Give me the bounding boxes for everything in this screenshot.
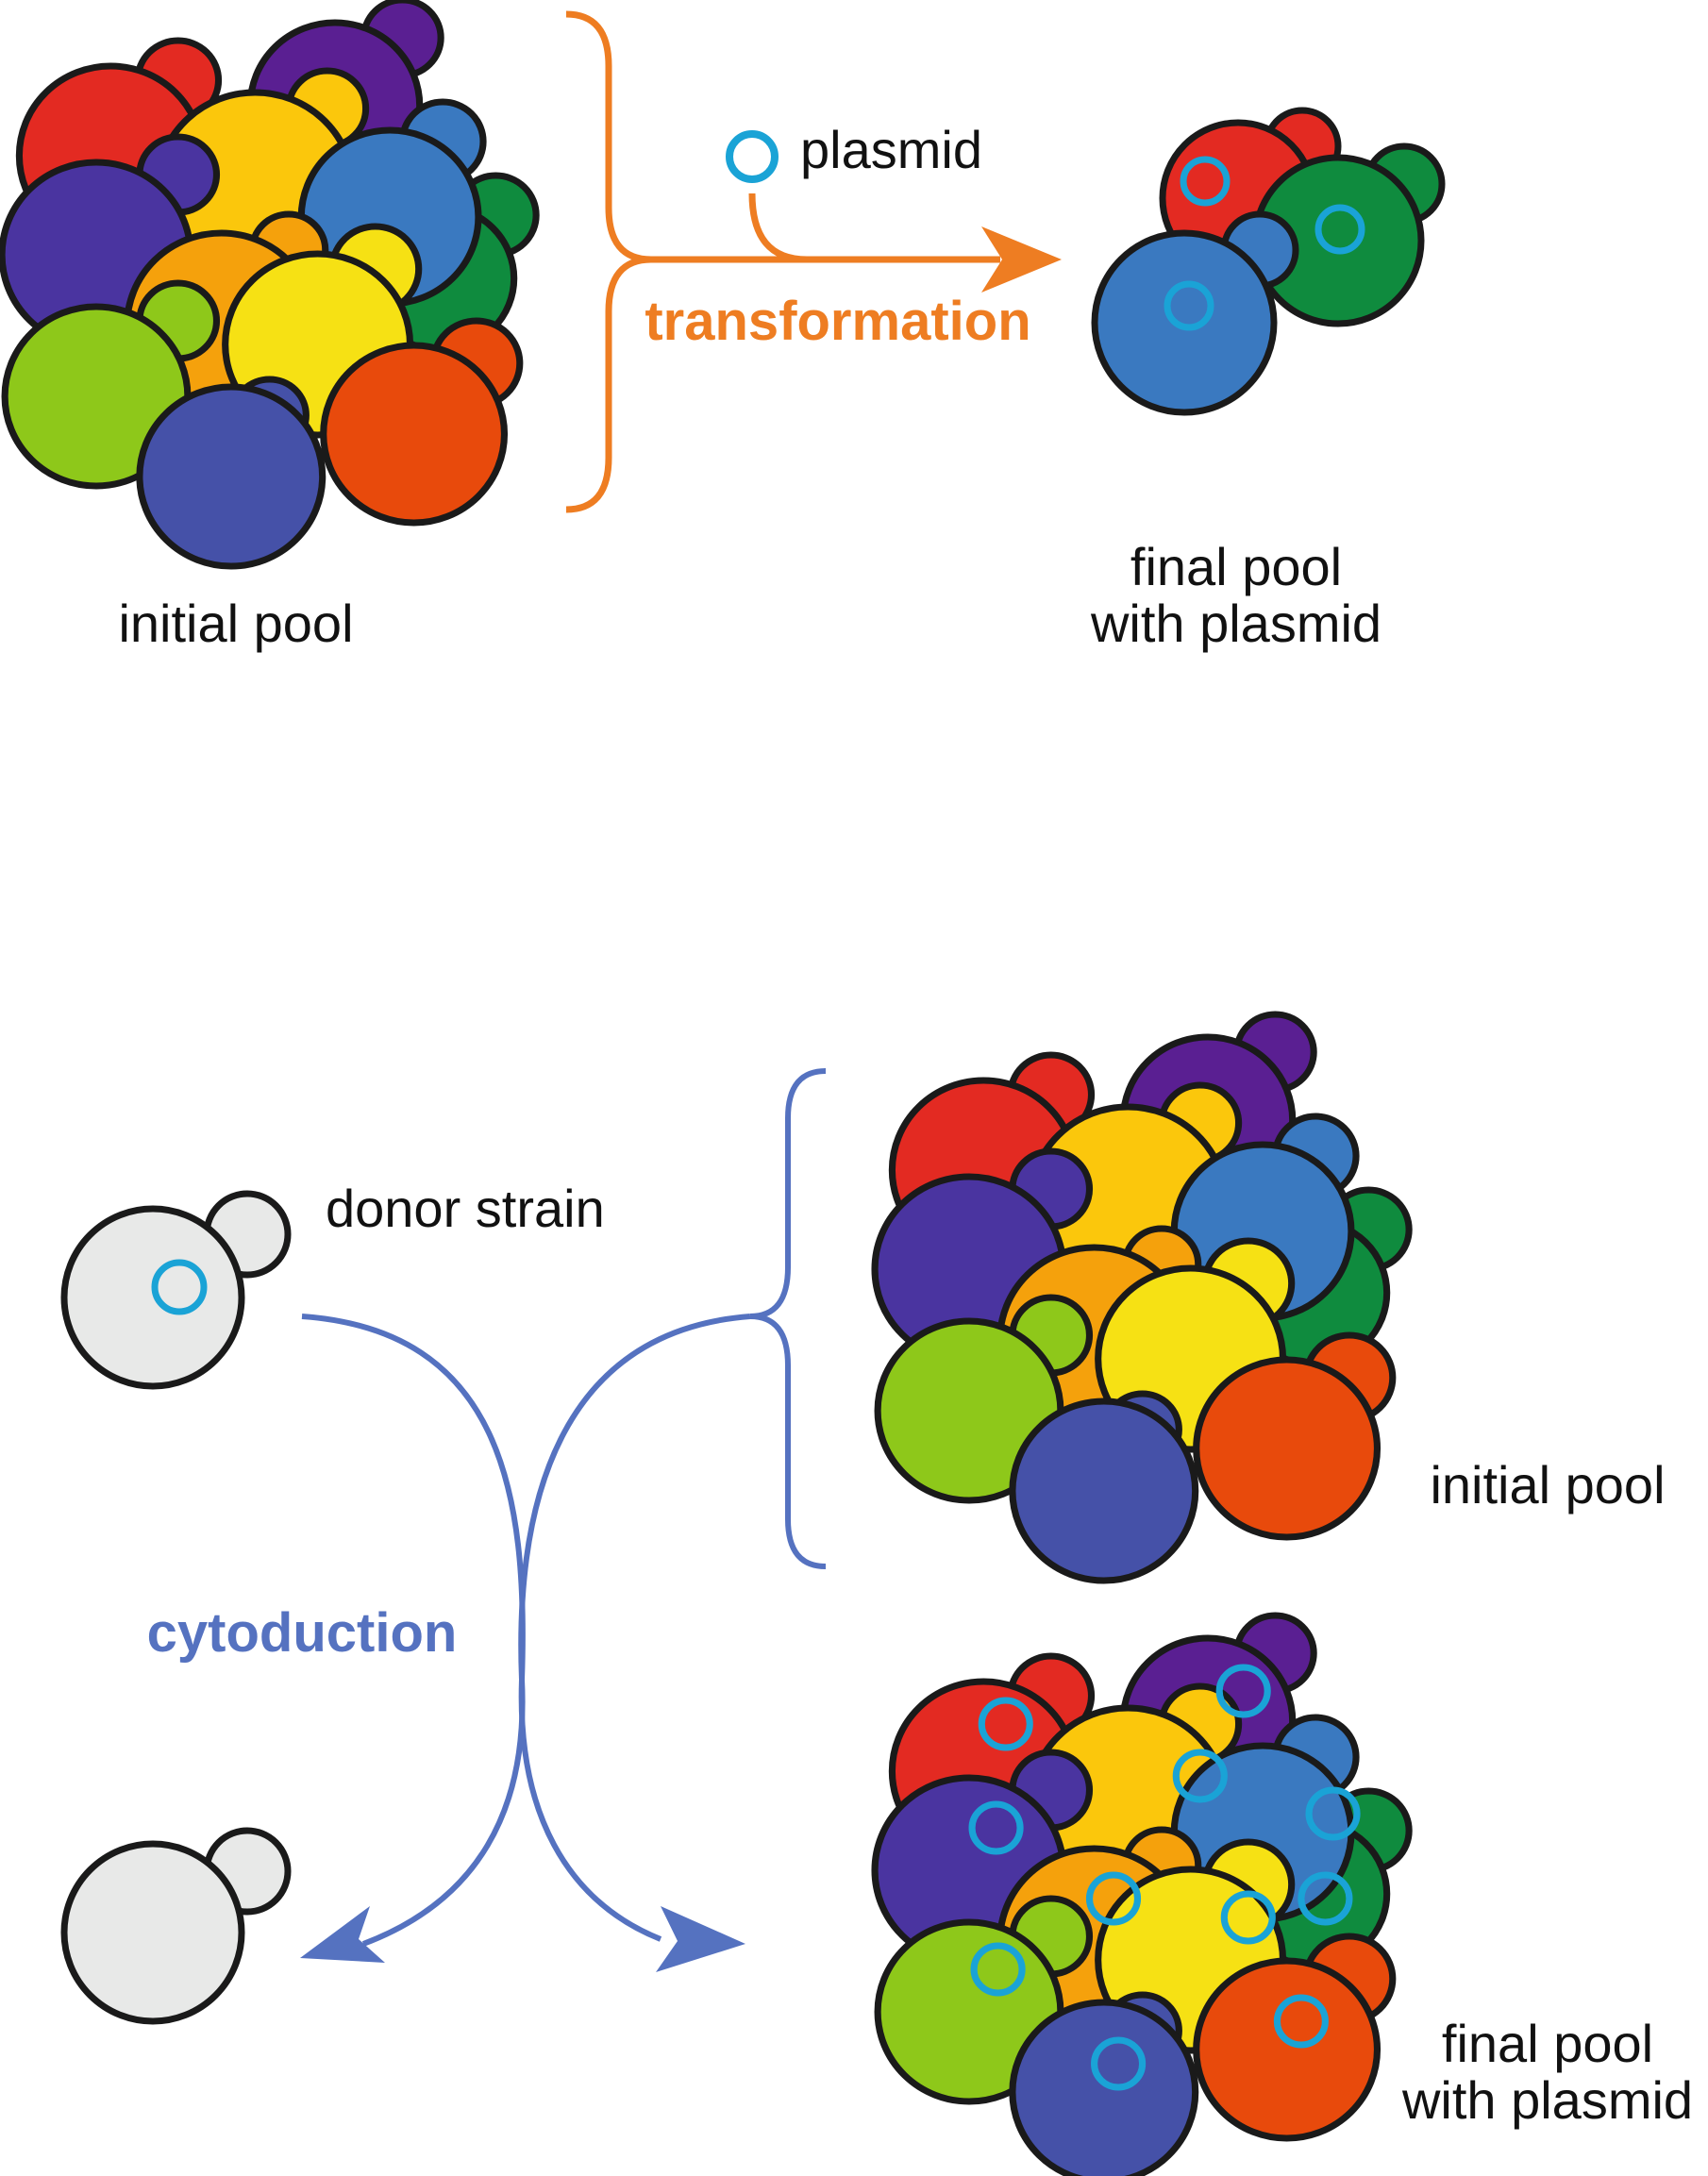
bottom-final-pool-label-line2: with plasmid [1401, 2070, 1693, 2130]
transformation-arrowhead [981, 226, 1062, 293]
depleted-donor-cell [60, 1827, 292, 2025]
arrowhead-to-donor [300, 1906, 385, 1963]
top-final-plasmid-3 [1164, 280, 1214, 331]
bottom-initial-pool-label: initial pool [1430, 1455, 1665, 1515]
plasmid-icon [726, 130, 779, 183]
top-initial-pool [2, 0, 536, 566]
arrowhead-to-final-pool [656, 1906, 745, 1972]
cytoduction-curve-pool [361, 1314, 751, 1947]
bottom-initial-pool [875, 1014, 1409, 1581]
bottom-final-pool [875, 1615, 1409, 2176]
donor-plasmid [151, 1259, 208, 1315]
top-initial-pool-label: initial pool [118, 594, 353, 653]
plasmid-branch [748, 192, 808, 263]
cytoduction-label: cytoduction [147, 1602, 458, 1664]
top-final-pool-label-line1: final pool [1130, 537, 1342, 596]
top-final-pool [1095, 110, 1442, 412]
donor-strain-cell [60, 1190, 292, 1390]
bottom-final-pool-label-line1: final pool [1442, 2014, 1653, 2073]
top-final-plasmid-2 [1314, 204, 1365, 255]
transformation-label: transformation [645, 291, 1030, 352]
top-final-pool-label-line2: with plasmid [1090, 594, 1381, 653]
donor-strain-label: donor strain [326, 1179, 605, 1238]
plasmid-label: plasmid [800, 120, 982, 179]
cytoduction-bracket [749, 1068, 827, 1569]
transformation-bracket [565, 10, 652, 513]
top-final-plasmid-1 [1180, 156, 1231, 207]
